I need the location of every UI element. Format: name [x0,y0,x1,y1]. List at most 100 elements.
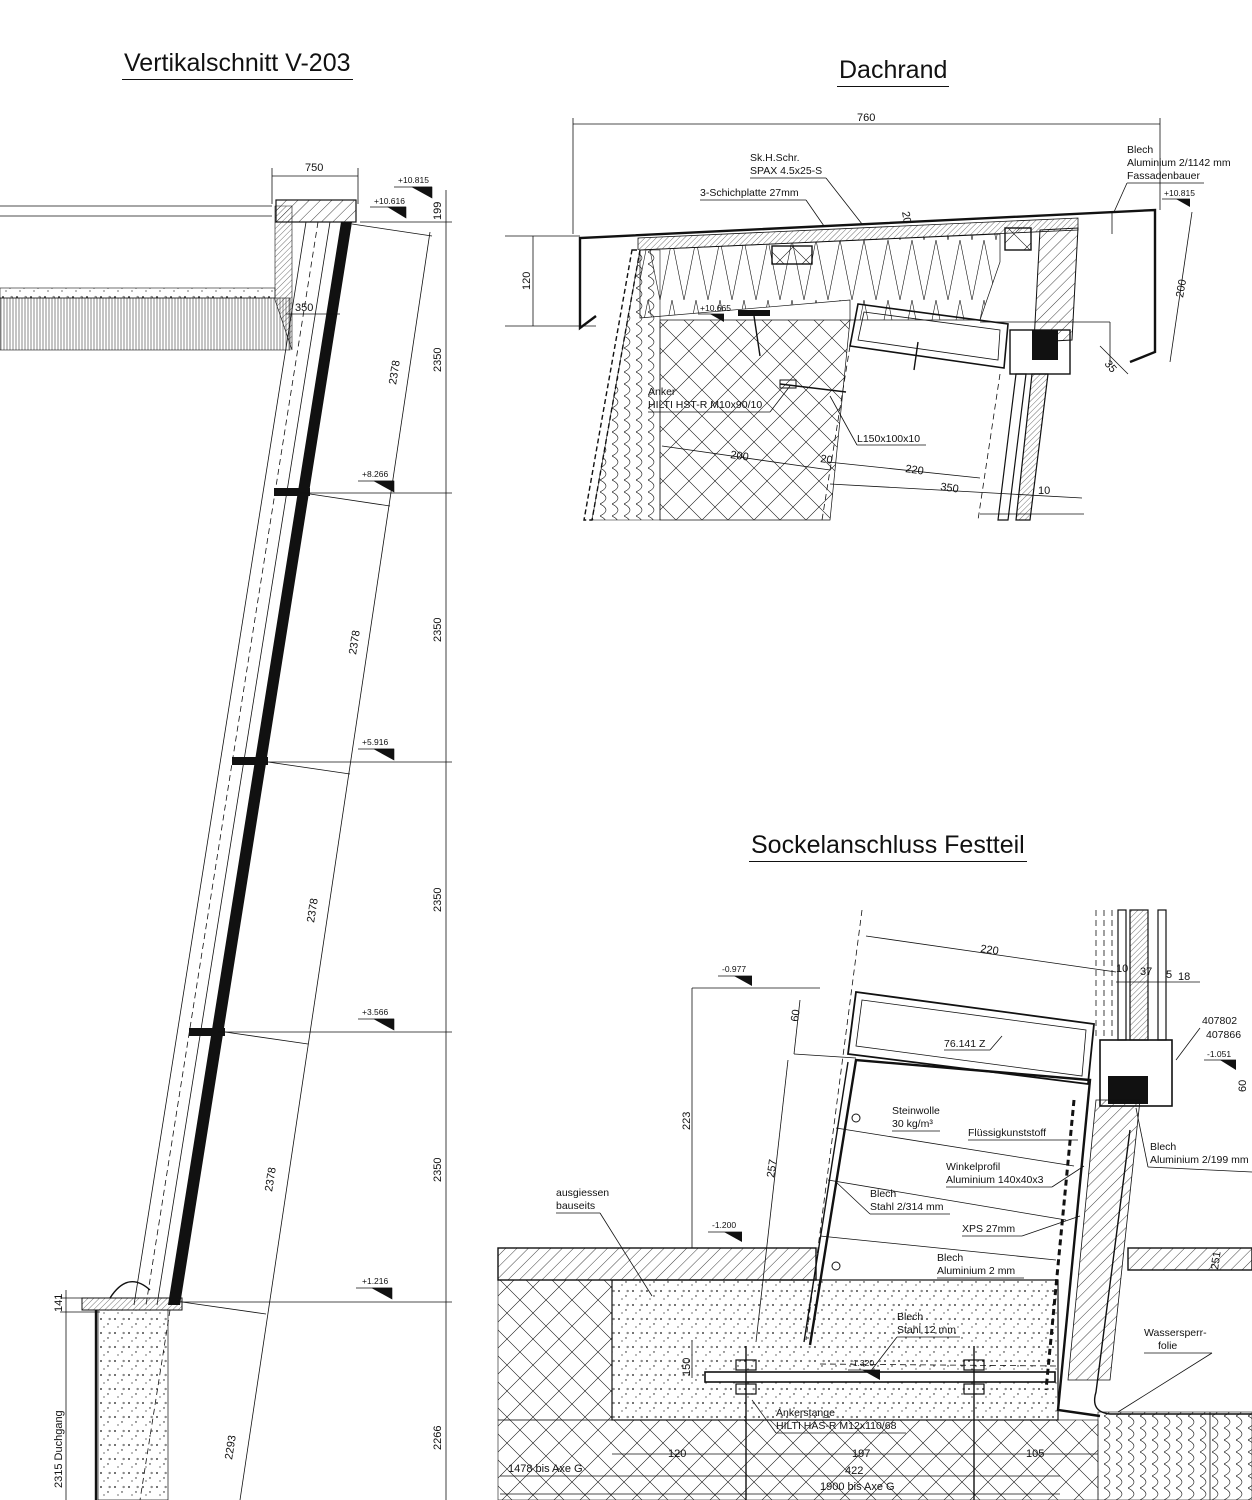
level-marker: +5.916 [358,737,395,761]
code-407802: 407802 [1202,1015,1237,1027]
floor-slab [497,1247,817,1281]
vertical-section-drawing: 750 350 +10.815 +10.616 +8.266 +5.916 [0,162,452,1500]
level-marker: -0.977 [718,964,752,986]
dim-20: 20 [899,210,913,224]
dim-220: 220 [980,943,1000,957]
wall-column [1033,227,1079,343]
dim-60: 60 [789,1009,803,1023]
label-alu-1: Blech [937,1252,963,1264]
axis-label-1478: 1478 bis Axe G [508,1463,583,1475]
passage-label: 2315 Duchgang [53,1410,65,1488]
title-base-connection: Sockelanschluss Festteil [749,830,1027,862]
roof-edge-drawing: 760 [505,112,1231,521]
dim-20: 20 [820,453,834,467]
facade-line [145,221,319,1306]
level-10815: +10.815 [1164,188,1195,198]
facade-line [133,221,307,1306]
dim-37: 37 [1140,966,1152,978]
level-marker: -1.320 [848,1358,880,1380]
dim-2350: 2350 [432,348,444,372]
level-marker: -1.200 [708,1220,742,1242]
level-10815: +10.815 [398,175,429,185]
dim-18: 18 [1178,971,1190,983]
profile-76141 [846,990,1095,1086]
label-anchor-2: HILTI HST-R M10x90/10 [648,399,762,411]
title-vertical-section: Vertikalschnitt V-203 [122,48,353,80]
label-screw-2: SPAX 4.5x25-S [750,165,822,177]
label-membrane-1: Wassersperr- [1144,1327,1207,1339]
dim-2293: 2293 [223,1434,239,1460]
transom [274,488,310,496]
label-sheet-r1: Blech [1150,1141,1176,1153]
label-screw-1: Sk.H.Schr. [750,152,800,164]
roof-slab [0,297,291,351]
label-pour-2: bauseits [556,1200,595,1212]
label-sheet-3: Fassadenbauer [1127,170,1200,182]
level-1320: -1.320 [850,1358,874,1368]
steel-box [849,303,1009,369]
anchor-rod [735,1346,757,1500]
dim-197: 197 [852,1448,870,1460]
label-steel-1: Blech [870,1188,896,1200]
label-wool-2: 30 kg/m³ [892,1118,933,1130]
dim-120: 120 [668,1448,686,1460]
label-steel-2: Stahl 2/314 mm [870,1201,944,1213]
level-3566: +3.566 [362,1007,389,1017]
steel-sheet-bend [808,1058,1101,1418]
dim-350: 350 [940,481,960,495]
floor-slab-right [1127,1247,1252,1271]
label-wool-1: Steinwolle [892,1105,940,1117]
insulation-bottom [1097,1411,1252,1500]
dim-35: 35 [1102,358,1119,375]
label-liquid: Flüssigkunststoff [968,1127,1046,1139]
soil-bottom [497,1419,1099,1500]
label-rod-1: Ankerstange [776,1407,835,1419]
dim-141: 141 [53,1294,65,1312]
label-anchor-1: Anker [648,386,676,398]
level-5916: +5.916 [362,737,389,747]
soil-left [497,1279,613,1421]
label-pour-1: ausgiessen [556,1187,609,1199]
level-marker: +1.216 [356,1276,393,1300]
timber-block [771,245,813,265]
concrete-wall [659,319,851,521]
dim-2378: 2378 [347,629,363,655]
dim-223: 223 [681,1112,693,1130]
dim-200: 200 [1174,278,1189,298]
level-10616: +10.616 [374,196,405,206]
label-rod-2: HILTI HAS-R M12x110/68 [776,1420,897,1432]
label-angle: L150x100x10 [857,433,920,445]
dim-2350: 2350 [432,1158,444,1182]
transom [189,1028,225,1036]
label-sheet-r2: Aluminium 2/199 mm [1150,1154,1249,1166]
dim-120: 120 [521,272,533,290]
dim-750: 750 [305,162,323,174]
dim-350: 350 [295,302,313,314]
gasket [1032,330,1058,360]
dim-220: 220 [905,463,925,477]
dim-5: 5 [1166,969,1172,981]
gravel-layer [0,287,276,299]
label-xps: XPS 27mm [962,1223,1015,1235]
base-sill [81,1297,183,1311]
label-board: 3-Schichplatte 27mm [700,187,799,199]
dim-2266: 2266 [432,1426,444,1450]
level-0977: -0.977 [722,964,746,974]
label-sheet-1: Blech [1127,144,1153,156]
level-marker: +3.566 [358,1007,395,1031]
level-1200: -1.200 [712,1220,736,1230]
label-angle-2: Aluminium 140x40x3 [946,1174,1044,1186]
dim-150: 150 [681,1358,693,1376]
dim-60: 60 [1237,1080,1249,1092]
dim-422: 422 [845,1465,863,1477]
door-swing [109,1281,151,1299]
base-line [139,1309,171,1500]
base-concrete [97,1309,169,1500]
timber-block [1004,227,1032,251]
level-8266: +8.266 [362,469,389,479]
level-1216: +1.216 [362,1276,389,1286]
label-plate-1: Blech [897,1311,923,1323]
axis-label-1900: 1900 bis Axe G [820,1481,895,1493]
